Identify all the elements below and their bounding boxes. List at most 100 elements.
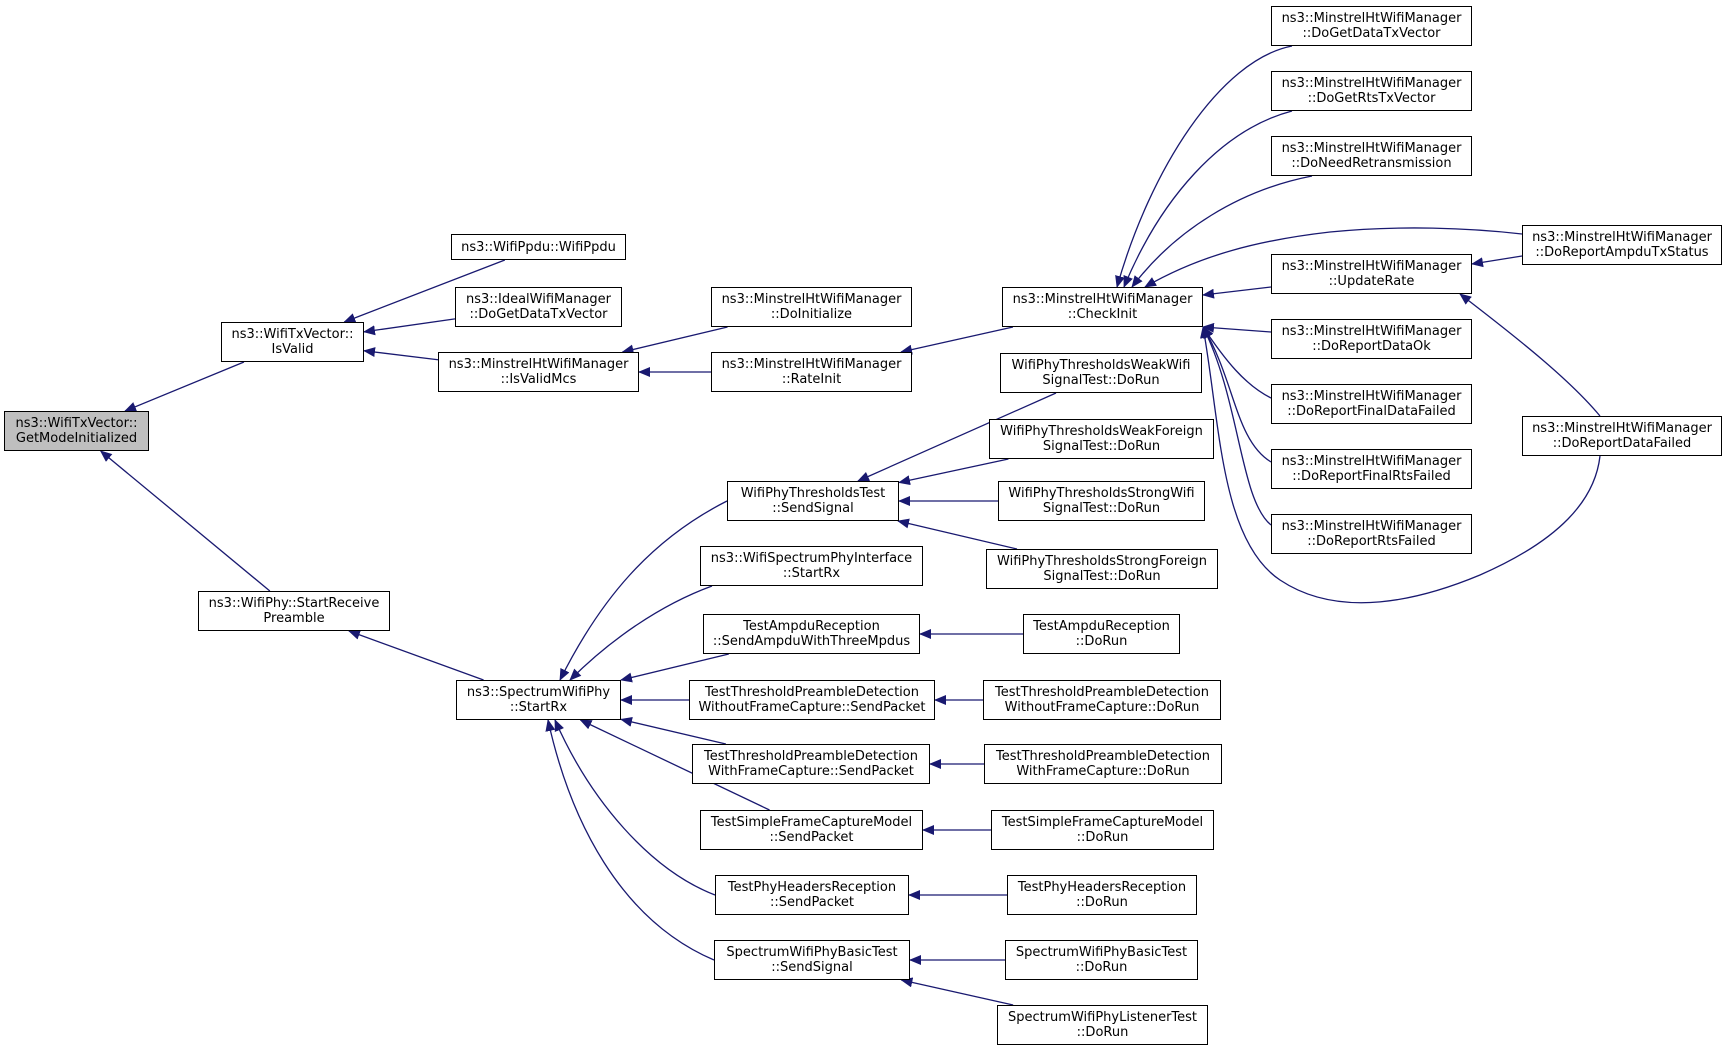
graph-node-isvalidmcs[interactable]: ns3::MinstrelHtWifiManager::IsValidMcs [438, 352, 639, 392]
node-label-line: ::IsValidMcs [500, 372, 577, 387]
edge-sfcsend-to-specstartrx [579, 719, 770, 811]
node-label-line: ::SendPacket [769, 895, 855, 910]
graph-node-ampdurun[interactable]: TestAmpduReception::DoRun [1023, 614, 1180, 654]
graph-node-isvalid[interactable]: ns3::WifiTxVector::IsValid [221, 322, 364, 362]
node-label-line: WithFrameCapture::SendPacket [708, 764, 914, 779]
node-label-line: ns3::SpectrumWifiPhy [466, 685, 611, 700]
graph-node-thrsend[interactable]: WifiPhyThresholdsTest::SendSignal [727, 481, 899, 521]
graph-node-hdrsend[interactable]: TestPhyHeadersReception::SendPacket [715, 875, 909, 915]
graph-node-finaldata[interactable]: ns3::MinstrelHtWifiManager::DoReportFina… [1271, 384, 1472, 424]
graph-node-doinit[interactable]: ns3::MinstrelHtWifiManager::DoInitialize [711, 287, 912, 327]
node-label-line: ::DoNeedRetransmission [1291, 156, 1452, 171]
node-label-line: ns3::MinstrelHtWifiManager [1281, 389, 1462, 404]
graph-node-datafailed[interactable]: ns3::MinstrelHtWifiManager::DoReportData… [1522, 416, 1722, 456]
graph-node-finalrts[interactable]: ns3::MinstrelHtWifiManager::DoReportFina… [1271, 449, 1472, 489]
graph-node-basicsend[interactable]: SpectrumWifiPhyBasicTest::SendSignal [714, 940, 910, 980]
node-label-line: SignalTest::DoRun [1042, 439, 1161, 454]
edge-hdrsend-to-specstartrx [554, 719, 716, 896]
node-label-line: ns3::WifiPhy::StartReceive [208, 596, 380, 611]
graph-node-hdrrun[interactable]: TestPhyHeadersReception::DoRun [1007, 875, 1197, 915]
graph-node-specif[interactable]: ns3::WifiSpectrumPhyInterface::StartRx [700, 546, 923, 586]
node-label-line: ns3::MinstrelHtWifiManager [1012, 292, 1193, 307]
graph-node-checkinit[interactable]: ns3::MinstrelHtWifiManager::CheckInit [1002, 287, 1203, 327]
node-label-line: ns3::MinstrelHtWifiManager [1281, 76, 1462, 91]
graph-node-getdata[interactable]: ns3::MinstrelHtWifiManager::DoGetDataTxV… [1271, 6, 1472, 46]
node-label-line: Preamble [263, 611, 325, 626]
node-label-line: ::DoReportAmpduTxStatus [1535, 245, 1709, 260]
graph-node-needretx[interactable]: ns3::MinstrelHtWifiManager::DoNeedRetran… [1271, 136, 1472, 176]
edge-rtsfailed-to-checkinit [1202, 326, 1272, 526]
graph-node-rtsfailed[interactable]: ns3::MinstrelHtWifiManager::DoReportRtsF… [1271, 514, 1472, 554]
node-label-line: ns3::WifiPpdu::WifiPpdu [461, 239, 616, 255]
graph-node-updaterate[interactable]: ns3::MinstrelHtWifiManager::UpdateRate [1271, 254, 1472, 294]
edge-startrecvpre-to-root [99, 450, 271, 592]
node-label-line: WifiPhyThresholdsStrongWifi [1008, 486, 1195, 501]
graph-node-sfcrun[interactable]: TestSimpleFrameCaptureModel::DoRun [991, 810, 1214, 850]
node-label-line: WithFrameCapture::DoRun [1016, 764, 1190, 779]
node-label-line: ::DoInitialize [770, 307, 853, 322]
node-label-line: WithoutFrameCapture::DoRun [1004, 700, 1200, 715]
node-label-line: ::StartRx [782, 566, 841, 581]
node-label-line: ns3::WifiTxVector:: [231, 327, 354, 342]
node-label-line: TestSimpleFrameCaptureModel [710, 815, 913, 830]
edge-updaterate-to-checkinit [1202, 286, 1272, 299]
edge-getrts-to-checkinit [1123, 110, 1293, 288]
edge-finaldata-to-checkinit [1202, 326, 1272, 399]
graph-node-basicrun[interactable]: SpectrumWifiPhyBasicTest::DoRun [1005, 940, 1198, 980]
node-label-line: SignalTest::DoRun [1042, 501, 1161, 516]
node-label-line: ::CheckInit [1067, 307, 1138, 322]
graph-node-sfcsend[interactable]: TestSimpleFrameCaptureModel::SendPacket [700, 810, 923, 850]
graph-node-ideal[interactable]: ns3::IdealWifiManager::DoGetDataTxVector [455, 287, 622, 327]
node-label-line: ::DoGetDataTxVector [469, 307, 608, 322]
edge-isvalidmcs-to-isvalid [363, 347, 439, 361]
edge-basicsend-to-specstartrx [545, 719, 715, 961]
graph-node-specstartrx[interactable]: ns3::SpectrumWifiPhy::StartRx [456, 680, 621, 720]
node-label-line: WithoutFrameCapture::SendPacket [698, 700, 926, 715]
edge-weakforeign-to-thrsend [898, 458, 1009, 486]
node-label-line: ::UpdateRate [1328, 274, 1415, 289]
node-label-line: TestSimpleFrameCaptureModel [1001, 815, 1204, 830]
node-label-line: GetModeInitialized [15, 431, 138, 446]
graph-node-listener[interactable]: SpectrumWifiPhyListenerTest::DoRun [997, 1005, 1208, 1045]
node-label-line: ::SendAmpduWithThreeMpdus [712, 634, 911, 649]
node-label-line: ::DoReportFinalDataFailed [1287, 404, 1456, 419]
graph-node-ampdusend[interactable]: TestAmpduReception::SendAmpduWithThreeMp… [703, 614, 920, 654]
graph-node-wifippdu[interactable]: ns3::WifiPpdu::WifiPpdu [451, 234, 626, 260]
node-label-line: SignalTest::DoRun [1042, 373, 1160, 388]
node-label-line: ::DoGetDataTxVector [1302, 26, 1441, 41]
node-label-line: ns3::MinstrelHtWifiManager [1281, 519, 1462, 534]
edge-strongforeign-to-thrsend [897, 518, 1018, 550]
graph-node-rateinit[interactable]: ns3::MinstrelHtWifiManager::RateInit [711, 352, 912, 392]
node-label-line: SpectrumWifiPhyBasicTest [1015, 945, 1188, 960]
edge-ideal-to-isvalid [363, 318, 456, 336]
node-label-line: IsValid [271, 342, 314, 357]
edge-weakwifi-to-thrsend [857, 392, 1057, 482]
node-label-line: TestPhyHeadersReception [727, 880, 897, 895]
graph-node-getrts[interactable]: ns3::MinstrelHtWifiManager::DoGetRtsTxVe… [1271, 71, 1472, 111]
graph-node-dataok[interactable]: ns3::MinstrelHtWifiManager::DoReportData… [1271, 319, 1472, 359]
node-label-line: SpectrumWifiPhyBasicTest [726, 945, 898, 960]
edge-doinit-to-isvalidmcs [621, 326, 728, 355]
node-label-line: ns3::MinstrelHtWifiManager [721, 292, 902, 307]
graph-node-ampdutx[interactable]: ns3::MinstrelHtWifiManager::DoReportAmpd… [1522, 225, 1722, 265]
edge-getdata-to-checkinit [1115, 45, 1293, 288]
node-label-line: SpectrumWifiPhyListenerTest [1007, 1010, 1198, 1025]
node-label-line: TestThresholdPreambleDetection [995, 685, 1209, 700]
node-label-line: ns3::MinstrelHtWifiManager [1532, 421, 1712, 436]
edge-wifippdu-to-isvalid [343, 259, 506, 323]
node-label-line: ::DoRun [1076, 830, 1129, 845]
edge-checkinit-to-rateinit [900, 326, 1014, 355]
node-label-line: ns3::MinstrelHtWifiManager [721, 357, 902, 372]
node-label-line: WifiPhyThresholdsTest [740, 486, 886, 501]
edge-needretx-to-checkinit [1131, 175, 1313, 288]
